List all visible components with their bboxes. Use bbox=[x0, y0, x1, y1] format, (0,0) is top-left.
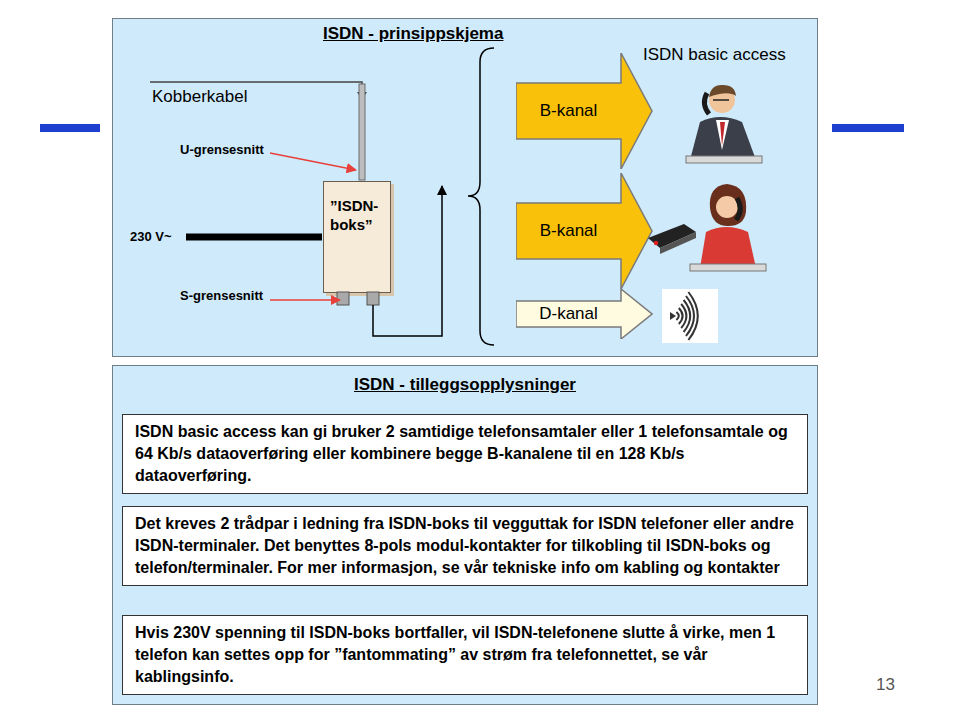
wave bbox=[688, 292, 697, 340]
panel: ISDN - tilleggsopplysningerISDN basic ac… bbox=[112, 365, 818, 705]
hair bbox=[709, 85, 736, 97]
tie bbox=[720, 122, 725, 146]
s-port bbox=[337, 292, 349, 305]
hair bbox=[710, 184, 746, 226]
signal-icon bbox=[662, 289, 718, 343]
arrow-outline bbox=[516, 173, 652, 289]
glasses bbox=[713, 99, 729, 100]
box-text: Hvis 230V spenning til ISDN-boks bortfal… bbox=[135, 622, 795, 688]
phone bbox=[704, 93, 709, 114]
title-bar bbox=[40, 124, 100, 132]
head bbox=[709, 87, 735, 113]
wave bbox=[679, 308, 683, 324]
phone bbox=[736, 198, 740, 220]
desk bbox=[690, 264, 766, 271]
wave-source bbox=[670, 312, 676, 320]
panel-title: ISDN - prinsippskjema bbox=[323, 24, 503, 44]
panel: ISDN - prinsippskjema”ISDN-boks”B-kanalB… bbox=[112, 18, 818, 357]
arrow-outline bbox=[516, 53, 652, 169]
s-port bbox=[367, 292, 379, 305]
modem-side bbox=[660, 232, 696, 254]
arrow-outline bbox=[516, 289, 652, 339]
info-box: Det kreves 2 trådpar i ledning fra ISDN-… bbox=[122, 506, 808, 586]
wave bbox=[676, 312, 678, 320]
s-bus-line bbox=[373, 186, 442, 336]
channel-label: D-kanal bbox=[516, 301, 621, 327]
channel-label: B-kanal bbox=[516, 83, 621, 139]
leader-line bbox=[270, 153, 356, 170]
channel-label: B-kanal bbox=[516, 203, 621, 259]
suit bbox=[690, 117, 756, 160]
businessman-icon bbox=[686, 85, 762, 163]
isdn-box: ”ISDN-boks” bbox=[323, 181, 391, 293]
heading-label: ISDN basic access bbox=[643, 45, 786, 65]
icon-ground bbox=[662, 289, 718, 343]
cable-arrow bbox=[357, 92, 367, 100]
power-label: 230 V~ bbox=[130, 229, 172, 244]
shirt bbox=[716, 120, 729, 150]
wave bbox=[681, 304, 686, 328]
cable-label: Kobberkabel bbox=[152, 87, 247, 107]
cable-sheath bbox=[359, 84, 365, 180]
channel-arrow: B-kanal bbox=[516, 53, 653, 169]
woman-icon bbox=[648, 184, 766, 271]
box-text: ”ISDN-boks” bbox=[330, 196, 386, 234]
modem-led bbox=[654, 241, 658, 245]
desk bbox=[686, 156, 762, 163]
interface-label: S-grensesnitt bbox=[180, 288, 263, 303]
info-box: Hvis 230V spenning til ISDN-boks bortfal… bbox=[122, 615, 808, 695]
copper-cable bbox=[150, 82, 362, 180]
jacket bbox=[700, 227, 756, 268]
panel-title: ISDN - tilleggsopplysninger bbox=[113, 375, 817, 395]
box-text: Det kreves 2 trådpar i ledning fra ISDN-… bbox=[135, 513, 795, 579]
title-bar bbox=[832, 124, 904, 132]
channel-arrow: D-kanal bbox=[516, 289, 653, 339]
head bbox=[716, 196, 738, 218]
wave bbox=[684, 300, 691, 332]
leader-line bbox=[270, 299, 340, 301]
wave bbox=[686, 296, 694, 336]
page-number: 13 bbox=[876, 675, 895, 695]
channel-arrow: B-kanal bbox=[516, 173, 653, 289]
modem bbox=[648, 224, 696, 248]
box-text: ISDN basic access kan gi bruker 2 samtid… bbox=[135, 421, 795, 487]
power-cable bbox=[186, 234, 322, 241]
interface-label: U-grensesnitt bbox=[180, 142, 264, 157]
curly-bracket bbox=[468, 48, 494, 345]
info-box: ISDN basic access kan gi bruker 2 samtid… bbox=[122, 414, 808, 494]
